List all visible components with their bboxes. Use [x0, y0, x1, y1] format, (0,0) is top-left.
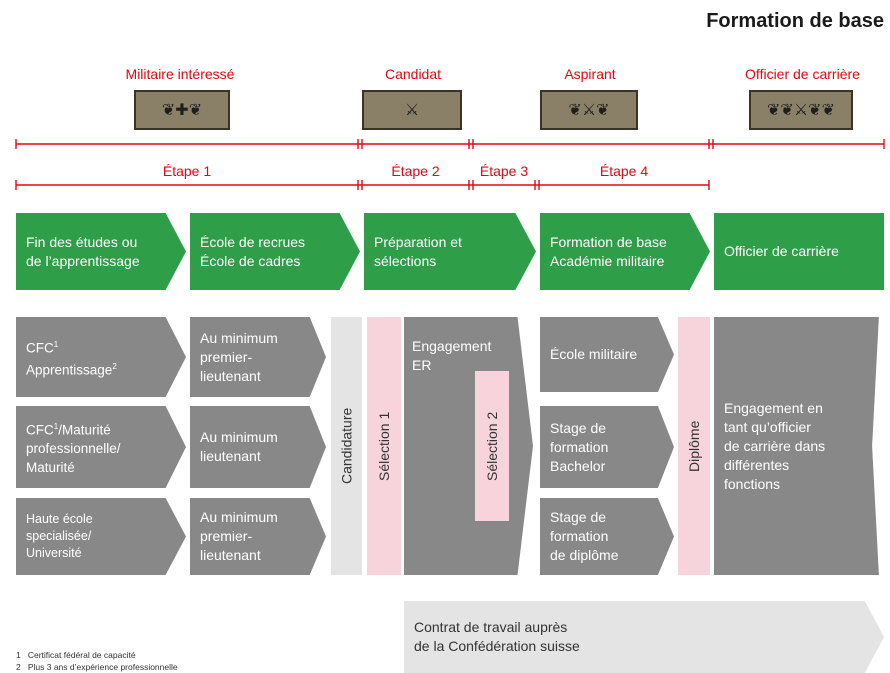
path-maturite-label: CFC1/Maturité professionnelle/ Maturité — [26, 421, 121, 476]
footnote-2: 2 Plus 3 ans d’expérience professionnell… — [16, 662, 178, 672]
aspirant-insignia-icon: ❦⚔❦ — [540, 90, 638, 130]
rank-label-officier: Officier de carrière — [745, 66, 860, 82]
page-title: Formation de base — [706, 10, 884, 32]
stage-diplome: Stage de formation de diplôme — [540, 498, 674, 575]
path-haute-ecole: Haute école specialisée/ Université — [16, 498, 186, 575]
rank-label-aspirant: Aspirant — [564, 66, 616, 82]
phase-box-5: Officier de carrière — [714, 213, 884, 290]
ecole-militaire: École militaire — [540, 317, 674, 392]
timeline-lines — [15, 139, 885, 190]
stage-label-3: Étape 3 — [479, 163, 529, 179]
req-premier-lieutenant-1: Au minimum premier- lieutenant — [190, 317, 326, 397]
phase-arrow-3: Préparation et sélections — [364, 213, 536, 290]
final-block — [714, 317, 879, 575]
phase-arrow-1: Fin des études ou de l’apprentissage — [16, 213, 186, 290]
officier-insignia-icon: ❦❦⚔❦❦ — [749, 90, 853, 130]
engagement-er-label: Engagement ER — [412, 338, 492, 373]
req-premier-lieutenant-2: Au minimum premier- lieutenant — [190, 498, 326, 575]
path-cfc-maturite: CFC1/Maturité professionnelle/ Maturité — [16, 406, 186, 488]
militaire-insignia-icon: ❦✚❦ — [134, 90, 230, 130]
path-cfc-apprentissage: CFC1 Apprentissage2 — [16, 317, 186, 397]
contract-arrow: Contrat de travail auprès de la Confédér… — [404, 601, 884, 673]
selection-2-bar: Sélection 2 — [475, 371, 509, 521]
rank-label-candidat: Candidat — [384, 66, 442, 82]
path-cfc-label: CFC1 Apprentissage2 — [26, 339, 117, 378]
candidature-bar: Candidature — [331, 317, 362, 575]
footnote-1: 1 Certificat fédéral de capacité — [16, 650, 136, 660]
engagement-er-block — [404, 317, 533, 575]
req-lieutenant: Au minimum lieutenant — [190, 406, 326, 488]
rank-label-militaire: Militaire intéressé — [125, 66, 235, 82]
stage-label-1: Étape 1 — [162, 163, 212, 179]
diplome-bar: Diplôme — [678, 317, 710, 575]
phase-arrow-2: École de recrues École de cadres — [190, 213, 360, 290]
phase-arrow-4: Formation de base Académie militaire — [540, 213, 710, 290]
selection-1-bar: Sélection 1 — [367, 317, 401, 575]
candidat-insignia-icon: ⚔ — [362, 90, 462, 130]
stage-label-4: Étape 4 — [599, 163, 649, 179]
stage-label-2: Étape 2 — [391, 163, 440, 179]
stage-bachelor: Stage de formation Bachelor — [540, 406, 674, 488]
final-engagement-label: Engagement en tant qu’officier de carriè… — [724, 400, 826, 492]
